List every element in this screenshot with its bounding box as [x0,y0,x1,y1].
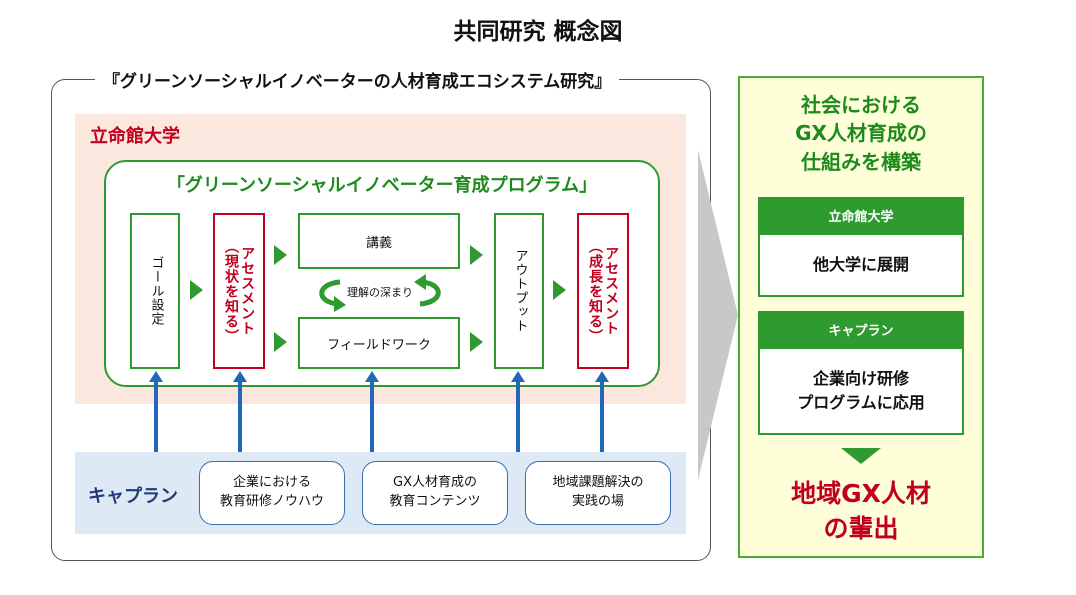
capplan-box-contents: GX人材育成の 教育コンテンツ [362,461,508,525]
capplan-box-line1: 地域課題解決の [552,475,644,491]
flow-arrow-icon [190,280,203,300]
assessment-current-sub: （現状を知る） [223,238,239,344]
flow-arrow-icon [274,332,287,352]
up-arrow-shaft [238,381,242,452]
capplan-box-line2: 教育コンテンツ [389,494,481,509]
flow-arrow-icon [470,332,483,352]
result-line2: の輩出 [823,514,899,543]
result-line1: 地域GX人材 [791,479,931,508]
up-arrow-shaft [516,381,520,452]
up-arrow-shaft [600,381,604,452]
research-title: 『グリーンソーシャルイノベーターの人材育成エコシステム研究』 [95,66,620,92]
cycle-arrows-icon [319,274,441,312]
up-arrow-icon [149,371,163,382]
ritsumeikan-label: 立命館大学 [90,126,180,147]
step-goal-setting: ゴール設定 [130,213,180,369]
capplan-label: キャプラン [88,486,178,507]
capplan-box-practice-field: 地域課題解決の 実践の場 [525,461,671,525]
card-capplan-body: 企業向け研修 プログラムに応用 [758,347,964,435]
assessment-current-main: アセスメント [239,246,256,336]
assessment-growth-sub: （成長を知る） [587,238,603,344]
down-arrow-icon [841,448,881,464]
right-title-line1: 社会における [801,93,921,117]
step-assessment-growth: （成長を知る） アセスメント [577,213,629,369]
flow-arrow-icon [470,245,483,265]
step-assessment-current: （現状を知る） アセスメント [213,213,265,369]
capplan-box-know-how: 企業における 教育研修ノウハウ [199,461,345,525]
step-output: アウトプット [494,213,544,369]
capplan-box-line1: GX人材育成の [393,475,477,491]
card-capplan-head: キャプラン [758,311,964,347]
step-lecture-label: 講義 [365,235,392,251]
program-title: 「グリーンソーシャルイノベーター育成プログラム」 [166,175,598,196]
up-arrow-icon [365,371,379,382]
result-text: 地域GX人材 の輩出 [738,476,984,546]
step-goal-label: ゴール設定 [148,256,164,326]
step-output-label: アウトプット [512,249,528,333]
up-arrow-icon [233,371,247,382]
up-arrow-shaft [370,381,374,452]
capplan-box-line2: 教育研修ノウハウ [219,494,324,509]
card-capplan-body-line1: 企業向け研修 [812,369,909,388]
right-title-line2: GX人材育成の [795,121,927,146]
flow-arrow-icon [553,280,566,300]
capplan-box-line2: 実践の場 [571,494,624,509]
flow-arrow-icon [274,245,287,265]
step-lecture: 講義 [298,213,460,269]
step-fieldwork: フィールドワーク [298,317,460,369]
assessment-growth-main: アセスメント [603,246,620,336]
up-arrow-shaft [154,381,158,452]
up-arrow-icon [511,371,525,382]
step-fieldwork-label: フィールドワーク [327,337,431,353]
card-ritsumeikan-head: 立命館大学 [758,197,964,233]
card-ritsumeikan-body: 他大学に展開 [758,233,964,297]
page-title: 共同研究 概念図 [453,19,623,45]
capplan-box-line1: 企業における [232,475,311,491]
right-panel-title: 社会における GX人材育成の 仕組みを構築 [738,91,984,176]
right-title-line3: 仕組みを構築 [801,149,921,174]
card-capplan-body-line2: プログラムに応用 [797,393,925,412]
big-chevron-icon [698,150,738,480]
cycle-label: 理解の深まり [347,286,413,299]
up-arrow-icon [595,371,609,382]
